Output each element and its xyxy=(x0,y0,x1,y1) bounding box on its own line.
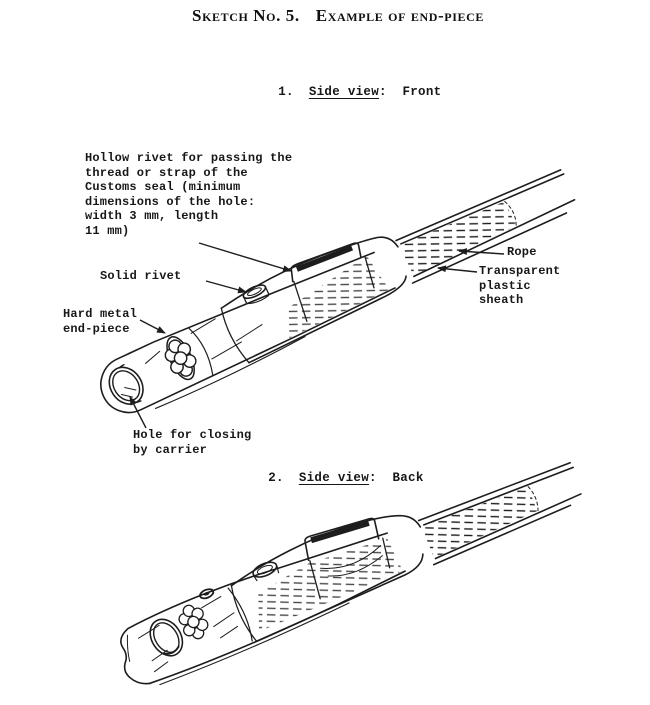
back-view-drawing xyxy=(120,461,582,686)
front-view-drawing xyxy=(100,169,576,414)
hollow-rivet xyxy=(304,517,391,600)
hollow-rivet-slot-opening xyxy=(310,519,370,544)
carrier-hole-leader-arrow xyxy=(129,396,147,429)
rope-leader-arrow xyxy=(458,248,505,256)
rope-hatch xyxy=(421,486,538,558)
figure2-heading: 2. Side view: Back xyxy=(237,457,424,499)
figure2-view-name: : Back xyxy=(369,471,424,485)
solid-rivet xyxy=(242,284,270,305)
wire-strands xyxy=(178,604,209,640)
rope-through-sheath-hatch xyxy=(258,538,403,632)
carrier-hole-shading xyxy=(163,645,180,655)
figure1-view-name: : Front xyxy=(379,85,442,99)
rope-through-sheath-hatch xyxy=(286,255,390,340)
page-title-number: Sketch No. 5. xyxy=(192,6,300,25)
wire-strands xyxy=(164,339,197,377)
bottom-edge-contour xyxy=(159,602,350,686)
rope-end-contour xyxy=(504,200,517,227)
tube-cut-end xyxy=(120,627,151,685)
hollow-rivet-leader-arrow xyxy=(198,242,292,273)
transparent-plastic-sheath-label: Transparent plastic sheath xyxy=(479,264,561,307)
figure2-view-label: Side view xyxy=(298,471,370,485)
page-title: Sketch No. 5. Example of end-piece xyxy=(0,6,650,26)
rope-label: Rope xyxy=(507,245,537,259)
tube-shading xyxy=(137,596,239,673)
sheath-leader-arrow xyxy=(437,265,478,273)
figure1-heading: 1. Side view: Front xyxy=(247,71,441,113)
sleeve-transverse-edge xyxy=(227,587,253,642)
rope-hatch xyxy=(399,201,517,276)
hard-metal-leader-arrow xyxy=(139,319,166,334)
end-piece-outline xyxy=(100,251,396,414)
figure1-view-label: Side view xyxy=(308,85,380,99)
edge-rivet-bump xyxy=(199,588,215,600)
bottom-edge-contour xyxy=(154,335,306,409)
hollow-rivet-slot-opening xyxy=(295,245,354,272)
hard-metal-end-piece-label: Hard metal end-piece xyxy=(63,307,138,336)
rope-and-sheath-lines xyxy=(417,461,582,566)
rope-end-contour xyxy=(527,486,539,512)
sleeve-shading xyxy=(145,318,263,364)
solid-rivet-leader-arrow xyxy=(205,280,247,294)
solid-rivet-label: Solid rivet xyxy=(100,269,182,283)
figure2-number: 2. xyxy=(268,471,284,485)
tube-top-edge xyxy=(127,532,388,630)
plastic-sheath xyxy=(230,514,424,643)
hollow-rivet-label: Hollow rivet for passing the thread or s… xyxy=(85,151,293,238)
solid-rivet xyxy=(252,561,280,582)
plastic-sheath xyxy=(220,236,407,364)
tube-cut-inner xyxy=(126,634,131,662)
sleeve-transverse-edge xyxy=(187,327,214,376)
carrier-hole-label: Hole for closing by carrier xyxy=(133,428,252,457)
leader-arrows xyxy=(129,242,505,429)
figure1-number: 1. xyxy=(278,85,294,99)
page-title-text: Example of end-piece xyxy=(315,6,484,25)
